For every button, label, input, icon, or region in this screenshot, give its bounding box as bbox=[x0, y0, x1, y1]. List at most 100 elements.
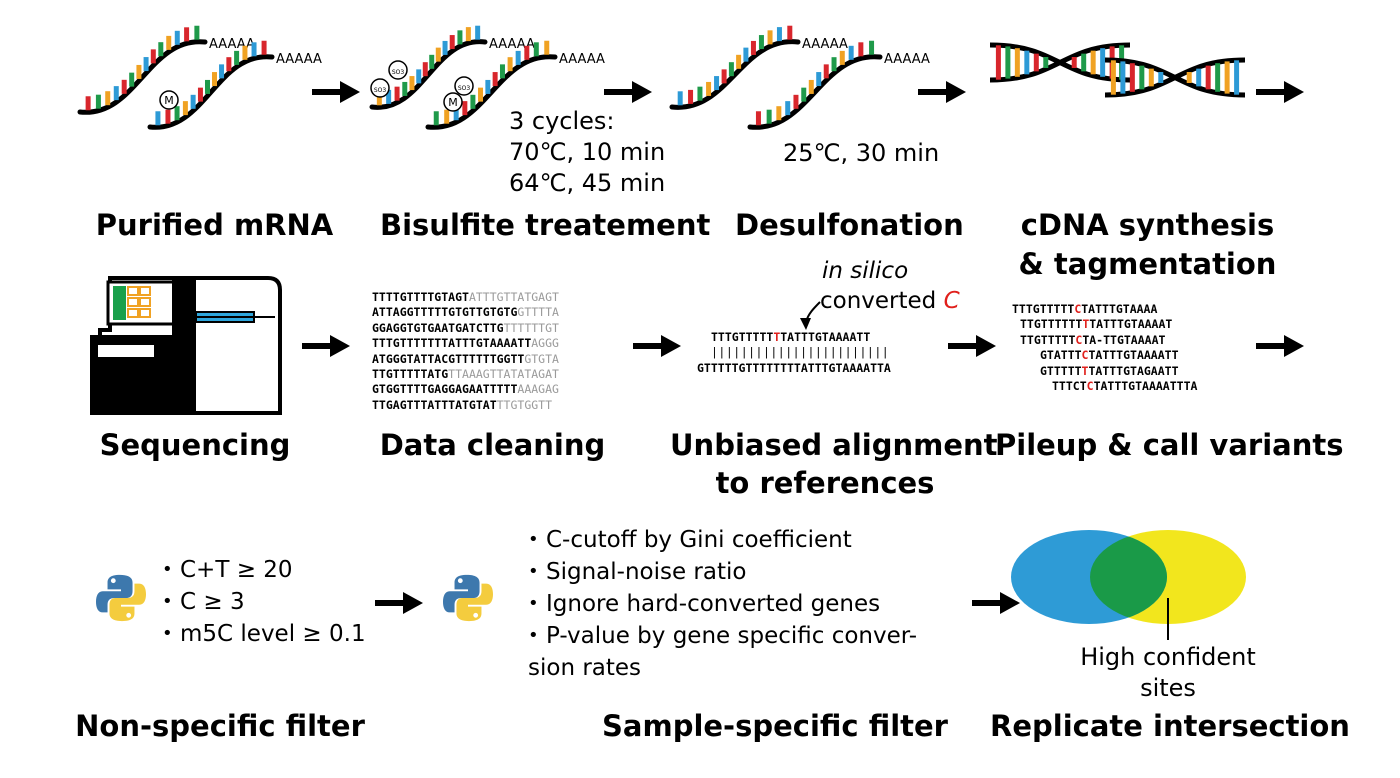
sulfonate-mark-icon-label: SO3 bbox=[374, 87, 387, 94]
cleaned-read: GGAGGTGTGAATGATCTTGTTTTTTGT bbox=[372, 321, 559, 336]
venn-diagram bbox=[1011, 530, 1246, 640]
reference-sequence: GTTTTTGTTTTTTTTATTTGTAAAATTA bbox=[697, 360, 891, 375]
desulfonation-condition: 25℃, 30 min bbox=[783, 139, 940, 167]
step-title-data-cleaning: Data cleaning bbox=[379, 428, 606, 462]
cleaned-read: TTTGTTTTTTTATTTGTAAAATTAGGG bbox=[372, 336, 559, 351]
polya-tail: AAAAA bbox=[802, 37, 848, 52]
step-title-purified-mrna: Purified mRNA bbox=[95, 208, 334, 242]
polya-tail: AAAAA bbox=[276, 52, 322, 67]
venn-label-line2: sites bbox=[1140, 674, 1196, 702]
step-title-samplespecific-filter: Sample-specific filter bbox=[602, 709, 948, 743]
bisulfite-conditions: 3 cycles: 70℃, 10 min 64℃, 45 min bbox=[509, 106, 665, 199]
pileup-read: GTATTTCTATTTGTAAAATT bbox=[1012, 348, 1197, 363]
read-kept: TTGTTTTTATG bbox=[372, 367, 449, 382]
nonspecific-bullets: C+T ≥ 20 C ≥ 3 m5C level ≥ 0.1 bbox=[162, 554, 366, 650]
python-logo-icon bbox=[96, 574, 146, 622]
pileup-site-base: C bbox=[1081, 348, 1089, 363]
bullet-gini: C-cutoff by Gini coefficient bbox=[528, 524, 917, 556]
alignment-block: TTTGTTTTTTTATTTGTAAAATT ||||||||||||||||… bbox=[697, 330, 891, 376]
pileup-read-after: TATTTGTAGAATT bbox=[1088, 363, 1179, 378]
bullet-ct-threshold: C+T ≥ 20 bbox=[162, 554, 366, 586]
cleaned-read: TTGAGTTTATTTATGTATTTGTGGTT bbox=[372, 398, 559, 413]
pileup-read-after: TATTTGTAAAATTTA bbox=[1093, 379, 1198, 394]
aligned-read-prefix: TTTGTTTTT bbox=[711, 330, 774, 344]
converted-base: T bbox=[773, 330, 781, 344]
pileup-read-before: GTATTT bbox=[1040, 348, 1082, 363]
alignment-bars: |||||||||||||||||||||||| bbox=[711, 345, 890, 360]
condition-temp-2: 64℃, 45 min bbox=[509, 169, 666, 197]
cleaned-read: TTTTGTTTTGTAGTATTTGTTATGAGT bbox=[372, 290, 559, 305]
pileup-read: TTTGTTTTTCTATTTGTAAAA bbox=[1012, 302, 1197, 317]
bullet-pvalue-continuation: sion rates bbox=[528, 655, 642, 681]
condition-cycles: 3 cycles: bbox=[509, 107, 615, 135]
pileup-read-before: TTTCT bbox=[1052, 379, 1087, 394]
read-trimmed: AAAGAG bbox=[517, 382, 559, 397]
pileup-read-before: TTGTTTTTT bbox=[1020, 317, 1083, 332]
conversion-pointer bbox=[800, 301, 821, 330]
step-title-nonspecific-filter: Non-specific filter bbox=[75, 709, 365, 743]
bullet-snr: Signal-noise ratio bbox=[528, 556, 917, 588]
read-kept: GTGGTTTTGAGGAGAATTTTT bbox=[372, 382, 518, 397]
python-logo-icon bbox=[443, 574, 493, 622]
step-title-tagmentation: & tagmentation bbox=[1018, 247, 1277, 281]
step-title-replicate-intersection: Replicate intersection bbox=[990, 709, 1350, 743]
step-title-alignment: Unbiased alignment bbox=[670, 428, 998, 462]
sulfonate-mark-icon-label: SO3 bbox=[392, 69, 405, 76]
pileup-read: GTTTTTTTATTTGTAGAATT bbox=[1012, 364, 1197, 379]
pileup-site-base: C bbox=[1074, 302, 1082, 316]
step-title-sequencing: Sequencing bbox=[99, 428, 291, 462]
read-kept: TTTTGTTTTGTAGT bbox=[372, 290, 469, 304]
condition-temp-1: 70℃, 10 min bbox=[509, 138, 666, 166]
pileup-read: TTGTTTTTCTA-TTGTAAAAT bbox=[1012, 333, 1197, 348]
pileup-read-after: TATTTGTAAAAT bbox=[1089, 317, 1173, 332]
polya-tail: AAAAA bbox=[884, 52, 930, 67]
bullet-c-threshold: C ≥ 3 bbox=[162, 586, 366, 618]
bullet-m5c-level: m5C level ≥ 0.1 bbox=[162, 618, 366, 650]
alignment-label-converted: converted C bbox=[780, 286, 980, 316]
step-title-cdna-synthesis: cDNA synthesis bbox=[1020, 208, 1275, 242]
read-trimmed: TTTTTTGT bbox=[503, 320, 559, 335]
bullet-hard-converted: Ignore hard-converted genes bbox=[528, 588, 917, 620]
cleaned-read: ATTAGGTTTTTGTGTTGTGTGGTTTTA bbox=[372, 305, 559, 320]
samplespecific-bullets: C-cutoff by Gini coefficient Signal-nois… bbox=[528, 524, 917, 684]
sulfonate-mark-icon-label: SO3 bbox=[458, 85, 471, 92]
polya-tail: AAAAA bbox=[209, 37, 255, 52]
aligned-read-suffix: TATTTGTAAAATT bbox=[780, 330, 871, 344]
read-kept: GGAGGTGTGAATGATCTTG bbox=[372, 320, 504, 335]
pileup-read: TTGTTTTTTTTATTTGTAAAAT bbox=[1012, 317, 1197, 332]
cleaned-read: GTGGTTTTGAGGAGAATTTTTAAAGAG bbox=[372, 382, 559, 397]
alignment-label-c: C bbox=[943, 288, 960, 314]
cleaned-read: TTGTTTTTATGTTAAAGTTATATAGAT bbox=[372, 367, 559, 382]
read-trimmed: TTGTGGTT bbox=[496, 397, 553, 412]
methyl-mark-icon-label: M bbox=[164, 94, 174, 107]
sequencer-icon bbox=[90, 276, 282, 415]
pileup-read-after: TATTTGTAAAA bbox=[1081, 302, 1158, 316]
read-trimmed: TTAAAGTTATATAGAT bbox=[448, 367, 559, 382]
read-trimmed: GTGTA bbox=[524, 351, 559, 366]
step-title-alignment-line2: to references bbox=[715, 466, 935, 500]
methyl-mark-icon-label: M bbox=[448, 96, 458, 109]
bullet-pvalue: P-value by gene specific conver- bbox=[528, 620, 917, 652]
pileup-site-base: T bbox=[1082, 317, 1090, 332]
pileup-read-before: TTGTTTTT bbox=[1020, 332, 1076, 347]
read-trimmed: GTTTTA bbox=[517, 305, 559, 320]
step-title-desulfonation: Desulfonation bbox=[735, 208, 964, 242]
venn-label: High confident sites bbox=[1060, 642, 1276, 704]
pileup-read-after: TA-TTGTAAAAT bbox=[1082, 332, 1166, 347]
pileup-read-before: TTTGTTTTT bbox=[1012, 302, 1075, 316]
alignment-label-italic: in silico bbox=[822, 258, 909, 284]
pileup-site-base: C bbox=[1075, 332, 1083, 347]
polya-tail: AAAAA bbox=[559, 52, 605, 67]
pileup-site-base: T bbox=[1081, 363, 1089, 378]
read-trimmed: AGGG bbox=[531, 336, 559, 351]
read-kept: TTTGTTTTTTTATTTGTAAAATT bbox=[372, 336, 532, 351]
flow-arrows bbox=[302, 81, 1304, 614]
aligned-read: TTTGTTTTTTTATTTGTAAAATT bbox=[697, 330, 891, 345]
step-title-pileup: Pileup & call variants bbox=[995, 428, 1344, 462]
pileup-read-before: GTTTTT bbox=[1040, 363, 1082, 378]
venn-label-line1: High confident bbox=[1080, 643, 1256, 671]
read-kept: TTGAGTTTATTTATGTAT bbox=[372, 397, 497, 412]
cleaned-read: ATGGGTATTACGTTTTTTGGTTGTGTA bbox=[372, 352, 559, 367]
